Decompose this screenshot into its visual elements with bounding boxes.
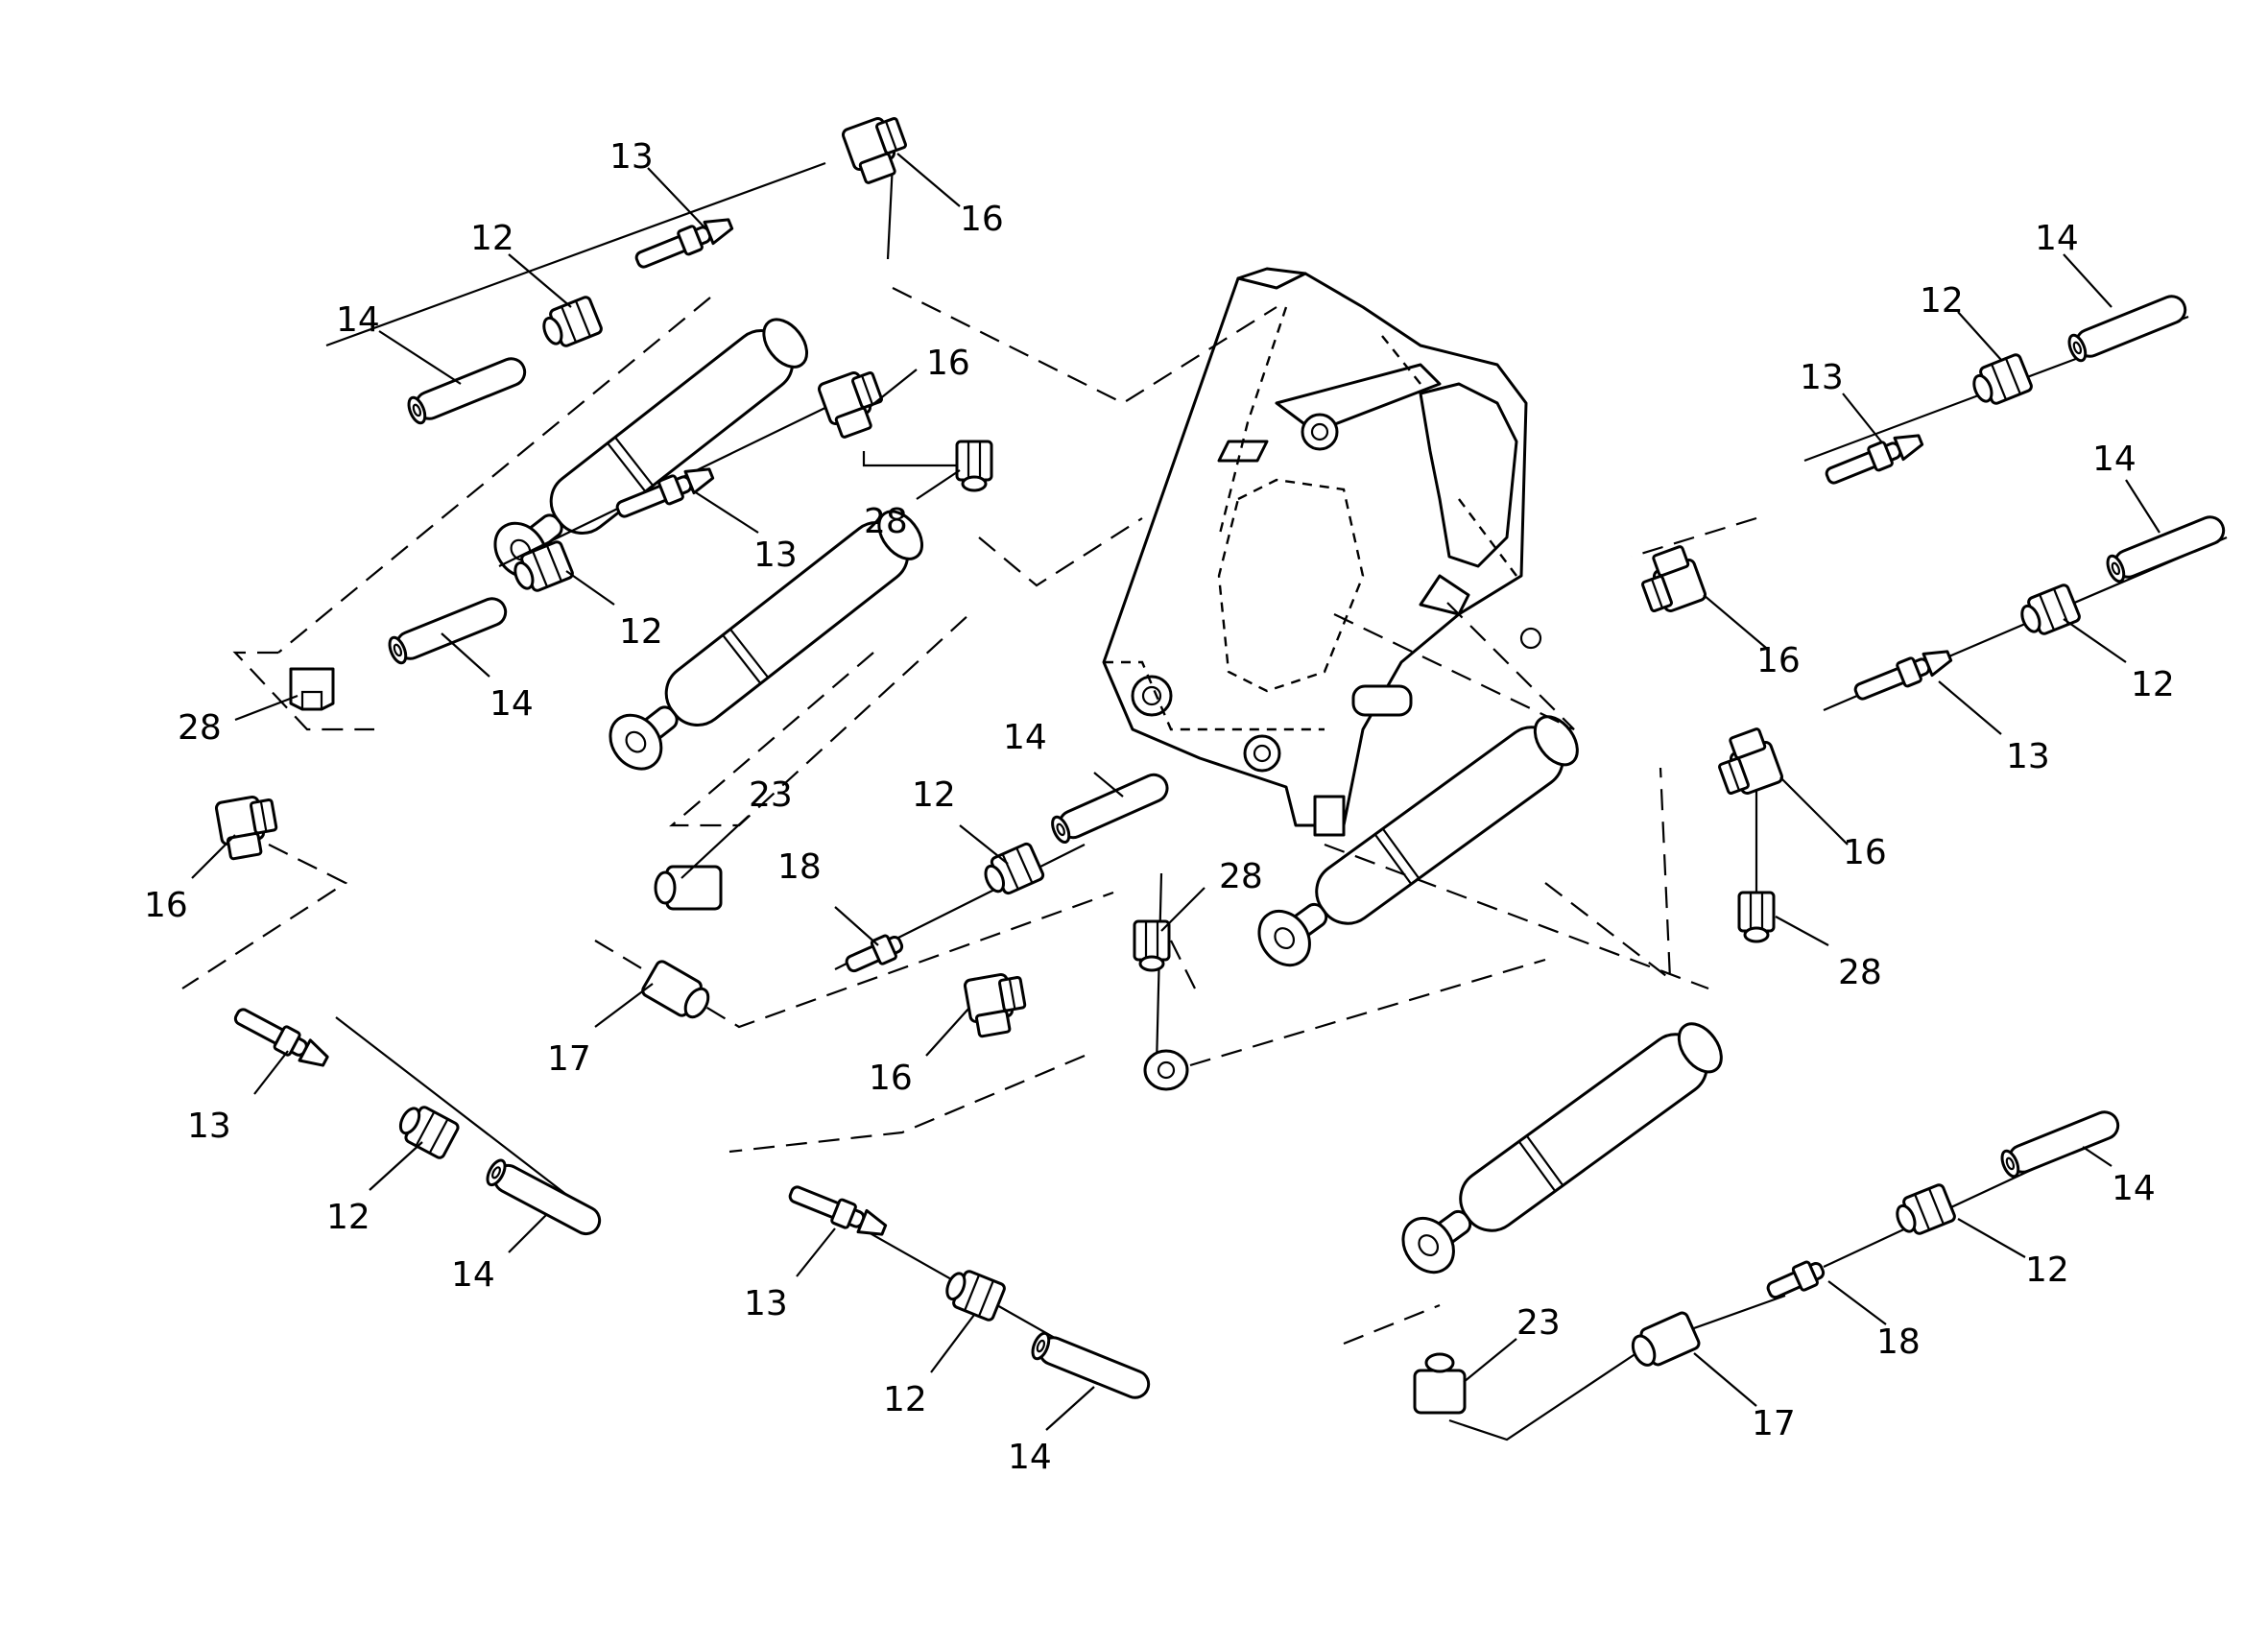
adapter-17-center[interactable] [640, 960, 714, 1025]
callout-13: 13 [2006, 737, 2050, 776]
callout-13: 13 [753, 536, 798, 575]
callout-16: 16 [144, 886, 188, 925]
tube-14-top[interactable] [404, 353, 531, 427]
callout-12: 12 [912, 775, 956, 815]
callout-14: 14 [1003, 718, 1047, 757]
callout-12: 12 [1920, 281, 1964, 321]
nut-12-right-second[interactable] [2015, 582, 2083, 641]
nut-12-lower-left[interactable] [393, 1098, 462, 1161]
nut-12-right-top[interactable] [1967, 351, 2035, 411]
callout-12: 12 [326, 1198, 370, 1237]
callout-16: 16 [1843, 833, 1887, 872]
callout-14: 14 [336, 300, 380, 340]
callout-14: 14 [451, 1255, 495, 1295]
tube-14-second[interactable] [385, 593, 512, 667]
clip-28-left[interactable] [289, 667, 335, 711]
callout-13: 13 [609, 137, 654, 177]
callout-14: 14 [489, 684, 534, 724]
tube-14-right-bottom[interactable] [1997, 1107, 2124, 1180]
sleeve-18-center[interactable] [843, 931, 905, 977]
callout-23: 23 [749, 775, 793, 815]
sleeve-13-right-second[interactable] [1850, 642, 1956, 707]
tube-14-right-second[interactable] [2103, 512, 2230, 585]
tube-14-center[interactable] [1047, 769, 1174, 846]
callout-12: 12 [2025, 1251, 2069, 1290]
tube-14-right-top[interactable] [2065, 291, 2191, 365]
callout-28: 28 [1838, 953, 1882, 992]
callout-12: 12 [470, 219, 514, 258]
tube-14-lower-left[interactable] [482, 1156, 607, 1241]
loader-frame [1102, 267, 1542, 837]
callout-16: 16 [1756, 641, 1801, 680]
callout-14: 14 [1008, 1438, 1052, 1477]
leader-lines [191, 153, 2161, 1431]
tee-23-center[interactable] [654, 865, 723, 911]
nut-12-top[interactable] [537, 294, 605, 353]
elbow-fitting-16-top[interactable] [840, 110, 916, 187]
nut-28-right[interactable] [1737, 891, 1776, 943]
callout-18: 18 [1876, 1322, 1921, 1362]
elbow-fitting-16-right-top[interactable] [1633, 542, 1708, 619]
callout-28: 28 [1219, 857, 1263, 896]
nut-12-center[interactable] [978, 841, 1046, 901]
cylinder-right-lower [1390, 1011, 1734, 1286]
routing-lines [181, 287, 1757, 1346]
callout-14: 14 [2112, 1169, 2156, 1208]
cylinder-pin-eye-center [1143, 1049, 1189, 1091]
callout-18: 18 [777, 847, 822, 887]
nut-28-second[interactable] [955, 440, 993, 492]
callout-16: 16 [960, 200, 1004, 239]
sleeve-13-right-top[interactable] [1821, 426, 1927, 491]
callout-labels: 13 16 12 14 16 28 13 12 14 28 16 23 14 1… [144, 137, 2175, 1477]
sleeve-13-top[interactable] [631, 210, 737, 275]
callout-12: 12 [2131, 665, 2175, 704]
elbow-fitting-16-left[interactable] [214, 792, 282, 862]
elbow-fitting-16-right-second[interactable] [1709, 725, 1785, 801]
callout-13: 13 [744, 1284, 788, 1323]
callout-14: 14 [2035, 219, 2079, 258]
adapter-17-right-bottom[interactable] [1627, 1311, 1701, 1371]
callout-12: 12 [883, 1380, 927, 1419]
callout-16: 16 [869, 1059, 913, 1098]
callout-23: 23 [1516, 1303, 1561, 1343]
sleeve-13-lower-center[interactable] [784, 1179, 891, 1244]
elbow-fitting-16-center[interactable] [963, 969, 1031, 1039]
callout-28: 28 [178, 708, 222, 748]
nut-12-lower-center[interactable] [940, 1264, 1008, 1323]
callout-16: 16 [926, 344, 970, 383]
tee-23-right-bottom[interactable] [1413, 1352, 1467, 1415]
elbow-fitting-16-second[interactable] [816, 365, 892, 441]
callout-13: 13 [187, 1107, 231, 1146]
callout-17: 17 [1752, 1404, 1796, 1443]
callout-13: 13 [1800, 358, 1844, 397]
callout-14: 14 [2092, 440, 2137, 479]
callout-28: 28 [864, 502, 908, 541]
sleeve-13-lower-left[interactable] [229, 1001, 333, 1074]
callout-12: 12 [619, 612, 663, 652]
tube-14-lower-center[interactable] [1028, 1329, 1155, 1403]
callout-17: 17 [547, 1039, 591, 1079]
sleeve-18-right-bottom[interactable] [1764, 1257, 1826, 1303]
